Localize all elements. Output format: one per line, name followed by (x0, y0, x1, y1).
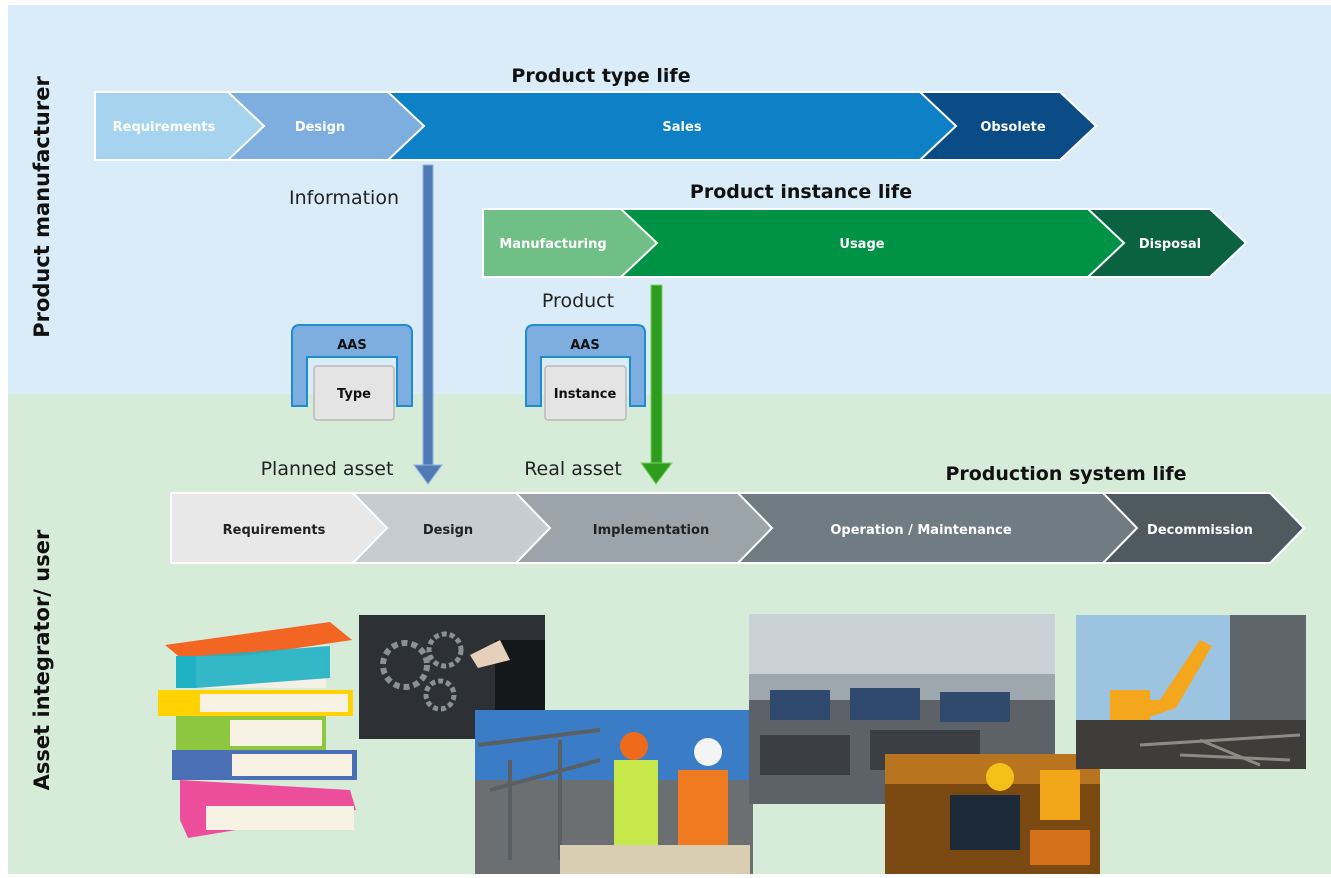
planned-asset-label: Planned asset (261, 458, 394, 480)
product-instance-life-title: Product instance life (690, 181, 912, 203)
aas-type-shell (291, 324, 413, 421)
type-phase-sales-label: Sales (662, 120, 701, 135)
instance-phase-manufacturing-label: Manufacturing (499, 237, 606, 252)
real-asset-label: Real asset (524, 458, 622, 480)
construction-workers-photo (475, 710, 753, 874)
aas-instance-header: AAS (570, 338, 600, 353)
excavator-demolition-photo (1076, 615, 1306, 769)
production-system-life-chain (170, 492, 1306, 564)
system-phase-design-label: Design (423, 523, 473, 538)
system-phase-decommission-label: Decommission (1147, 523, 1253, 538)
instance-phase-usage-label: Usage (839, 237, 884, 252)
system-phase-implementation-label: Implementation (593, 523, 709, 538)
instance-phase-disposal-label: Disposal (1139, 237, 1201, 252)
information-label: Information (289, 187, 399, 209)
instance-phase-manufacturing (482, 208, 659, 278)
aas-type-body: Type (337, 387, 371, 402)
system-phase-requirements-label: Requirements (223, 523, 326, 538)
aas-type-header: AAS (337, 338, 367, 353)
type-phase-requirements-label: Requirements (113, 120, 216, 135)
integrator-section-label: Asset integrator/ user (30, 529, 54, 790)
system-phase-operation-label: Operation / Maintenance (830, 523, 1011, 538)
product-instance-life-chain (482, 208, 1248, 278)
manufacturer-background (8, 5, 1331, 394)
welder-maintenance-photo (885, 754, 1100, 874)
product-label: Product (542, 290, 614, 312)
books-icon (158, 622, 357, 838)
product-arrow (640, 284, 674, 485)
type-phase-obsolete-label: Obsolete (980, 120, 1046, 135)
product-type-life-title: Product type life (511, 65, 690, 87)
aas-instance-body: Instance (554, 387, 617, 402)
type-phase-design-label: Design (295, 120, 345, 135)
aas-instance-shell (525, 324, 646, 421)
manufacturer-section-label: Product manufacturer (30, 76, 54, 338)
production-system-life-title: Production system life (945, 463, 1186, 485)
system-phase-requirements (170, 492, 389, 564)
product-type-life-chain (94, 91, 1098, 161)
information-arrow (413, 164, 443, 485)
type-phase-requirements (94, 91, 266, 161)
